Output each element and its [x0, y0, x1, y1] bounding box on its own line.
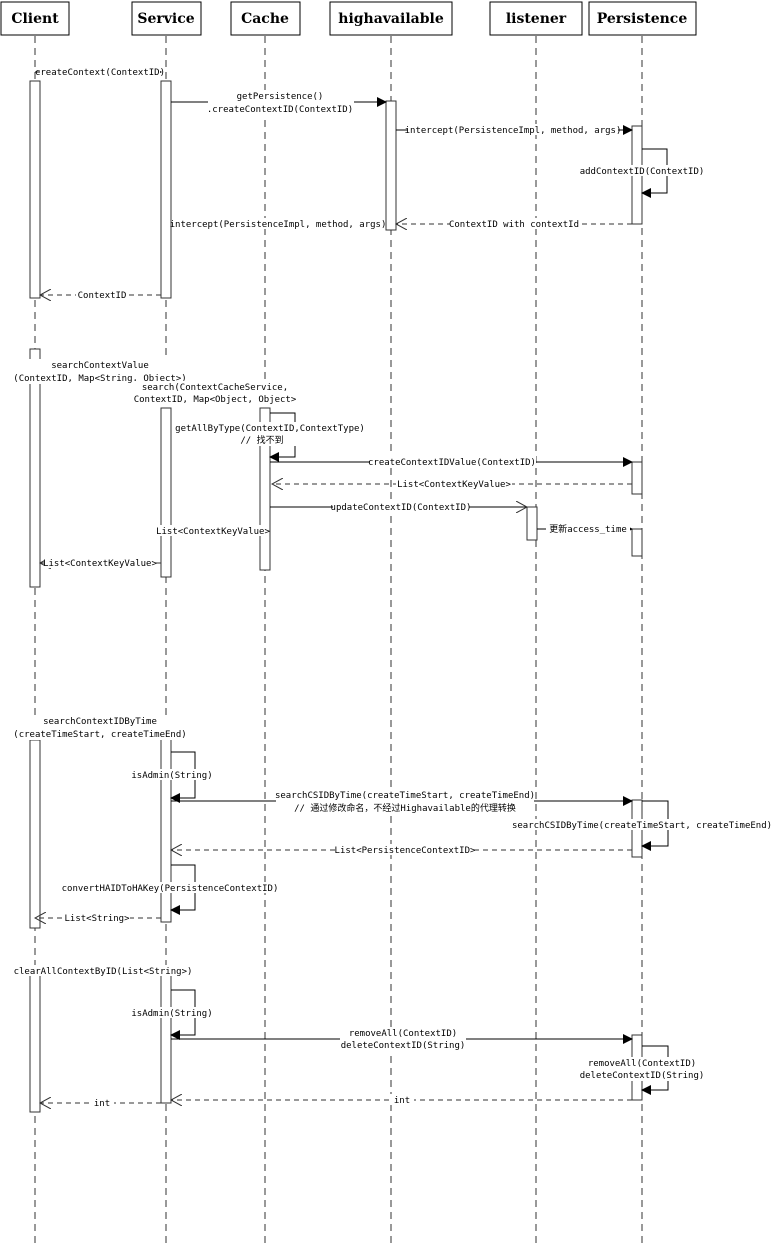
- message-get-persistence: getPersistence() .createContextID(Contex…: [171, 90, 387, 116]
- return-context-id: ContextID: [40, 289, 161, 301]
- message-label: (createTimeStart, createTimeEnd): [13, 730, 186, 740]
- message-label: getAllByType(ContextID,ContextType): [175, 424, 365, 434]
- participant-client: Client: [0, 1, 70, 36]
- message-label: getPersistence(): [237, 92, 324, 102]
- message-label: .createContextID(ContextID): [207, 105, 353, 115]
- return-context-id-with-context: ContextID with contextId: [396, 218, 632, 230]
- message-label: createContextIDValue(ContextID): [368, 458, 536, 468]
- message-label: ContextID: [78, 291, 127, 301]
- participant-label: Cache: [241, 11, 289, 27]
- message-label: searchContextValue: [51, 361, 149, 371]
- message-label: // 找不到: [240, 434, 283, 446]
- message-label: 更新access_time: [549, 523, 627, 535]
- message-is-admin-2: isAdmin(String): [131, 989, 215, 1040]
- message-convert-haid: convertHAIDToHAKey(PersistenceContextID): [62, 864, 279, 915]
- return-list-persistence-context-id: List<PersistenceContextID>: [171, 844, 632, 856]
- message-label: isAdmin(String): [131, 771, 212, 781]
- message-search-context-id-by-time: searchContextIDByTime (createTimeStart, …: [13, 715, 187, 740]
- message-label: int: [394, 1096, 410, 1106]
- return-int-client: int: [40, 1097, 161, 1109]
- message-label: deleteContextID(String): [580, 1071, 705, 1081]
- participant-cache: Cache: [230, 1, 301, 36]
- message-search: search(ContextCacheService, ContextID, M…: [134, 381, 298, 405]
- message-label: searchCSIDByTime(createTimeStart, create…: [275, 791, 535, 801]
- activation-bar: [631, 528, 643, 557]
- participant-persistence: Persistence: [588, 1, 697, 36]
- activations: [29, 80, 643, 1113]
- message-remove-all: removeAll(ContextID) deleteContextID(Str…: [171, 1027, 633, 1051]
- message-label: createContext(ContextID): [35, 68, 165, 78]
- return-int-service: int: [171, 1094, 632, 1106]
- message-label: (ContextID, Map<String, Object>): [13, 374, 186, 384]
- message-update-access-time: 更新access_time: [537, 523, 633, 535]
- participant-service: Service: [131, 1, 202, 36]
- message-label: List<PersistenceContextID>: [335, 846, 476, 856]
- message-get-all-by-type: getAllByType(ContextID,ContextType) // 找…: [175, 412, 365, 462]
- message-label: intercept(PersistenceImpl, method, args): [170, 220, 387, 230]
- message-intercept: intercept(PersistenceImpl, method, args): [396, 124, 633, 136]
- activation-bar: [160, 971, 172, 1104]
- message-label: isAdmin(String): [131, 1009, 212, 1019]
- message-label: // 通过修改命名，不经过Highavailable的代理转换: [294, 802, 516, 814]
- activation-bar: [29, 971, 41, 1113]
- message-label: int: [94, 1099, 110, 1109]
- message-label: List<ContextKeyValue>: [397, 480, 511, 490]
- message-is-admin: isAdmin(String): [131, 751, 215, 803]
- participant-label: Service: [137, 11, 194, 27]
- return-list-string: List<String>: [35, 912, 161, 924]
- message-create-context-id-value: createContextIDValue(ContextID): [270, 456, 633, 468]
- participant-label: Client: [11, 11, 59, 27]
- message-create-context: createContext(ContextID): [35, 66, 165, 78]
- return-client-list: List<ContextKeyValue>: [40, 557, 161, 569]
- participant-listener: listener: [489, 1, 583, 36]
- message-update-context-id: updateContextID(ContextID): [270, 501, 527, 513]
- message-label: ContextID with contextId: [449, 220, 579, 230]
- message-persistence-search-csid: searchCSIDByTime(createTimeStart, create…: [512, 800, 772, 851]
- message-label: clearAllContextByID(List<String>): [14, 967, 193, 977]
- activation-bar: [259, 407, 271, 571]
- activation-bar: [29, 739, 41, 929]
- message-label: removeAll(ContextID): [588, 1059, 696, 1069]
- activation-bar: [160, 80, 172, 299]
- message-persistence-remove-all: removeAll(ContextID) deleteContextID(Str…: [580, 1045, 706, 1095]
- message-label: convertHAIDToHAKey(PersistenceContextID): [62, 884, 279, 894]
- participant-label: listener: [506, 11, 567, 27]
- message-label: searchContextIDByTime: [43, 717, 157, 727]
- activation-bar: [160, 407, 172, 578]
- message-search-context-value: searchContextValue (ContextID, Map<Strin…: [13, 359, 187, 384]
- participant-highavailable: highavailable: [329, 1, 453, 36]
- lifelines: [34, 36, 643, 1248]
- activation-bar: [526, 506, 538, 541]
- message-label: addContextID(ContextID): [580, 167, 705, 177]
- message-search-csid-by-time: searchCSIDByTime(createTimeStart, create…: [171, 789, 633, 814]
- activation-bar: [385, 100, 397, 231]
- message-clear-all-context: clearAllContextByID(List<String>): [14, 965, 193, 977]
- message-label: deleteContextID(String): [341, 1041, 466, 1051]
- participant-label: highavailable: [338, 11, 444, 27]
- message-add-context-id: addContextID(ContextID): [580, 148, 705, 198]
- message-label: List<String>: [64, 914, 130, 924]
- activation-bar: [29, 80, 41, 299]
- message-label: updateContextID(ContextID): [331, 503, 472, 513]
- message-label: intercept(PersistenceImpl, method, args): [405, 126, 622, 136]
- return-intercept: intercept(PersistenceImpl, method, args): [170, 218, 387, 230]
- message-label: List<ContextKeyValue>: [43, 559, 157, 569]
- participant-label: Persistence: [597, 11, 688, 27]
- return-cache-list: List<ContextKeyValue>: [156, 525, 270, 537]
- message-label: searchCSIDByTime(createTimeStart, create…: [512, 821, 772, 831]
- activation-bar: [29, 348, 41, 588]
- message-label: removeAll(ContextID): [349, 1029, 457, 1039]
- return-list-context-key-value: List<ContextKeyValue>: [272, 478, 632, 490]
- message-label: List<ContextKeyValue>: [156, 527, 270, 537]
- message-label: search(ContextCacheService,: [142, 383, 288, 393]
- messages: createContext(ContextID) getPersistence(…: [13, 66, 772, 1109]
- message-label: ContextID, Map<Object, Object>: [134, 395, 297, 405]
- activation-bar: [631, 461, 643, 495]
